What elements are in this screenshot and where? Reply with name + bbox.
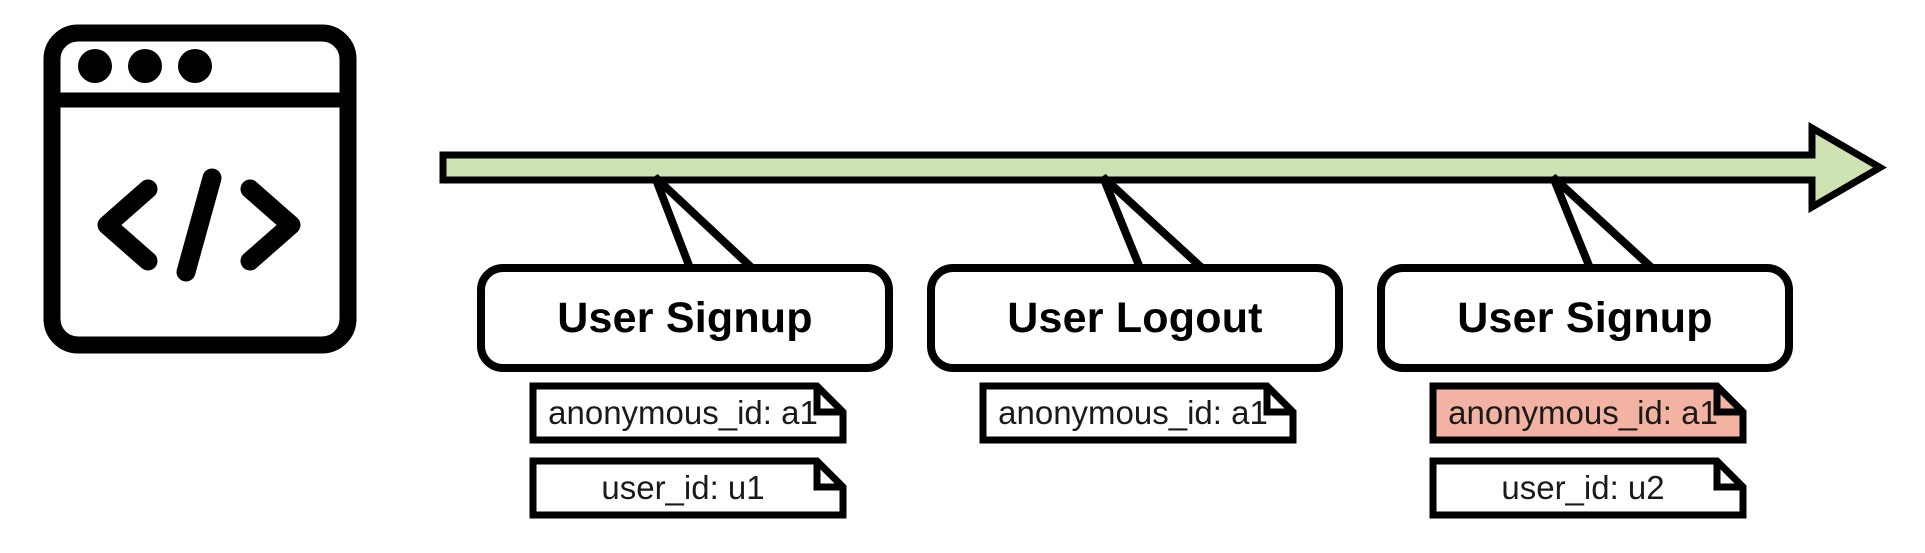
note-card-1-1[interactable] <box>529 382 847 444</box>
callout-pointers <box>651 174 1663 272</box>
note-card-2-1-fold <box>1263 386 1293 416</box>
event-boxes <box>477 264 1793 372</box>
window-dot-2-icon <box>128 49 162 83</box>
event-box-1[interactable] <box>477 264 893 372</box>
note-cards <box>529 382 1747 519</box>
window-dot-1-icon <box>78 49 112 83</box>
note-card-2-1[interactable] <box>979 382 1297 444</box>
note-card-3-1-fold <box>1713 386 1743 416</box>
callout-pointer-event-1 <box>651 174 763 272</box>
window-dot-3-icon <box>178 49 212 83</box>
note-card-1-1-fold <box>813 386 843 416</box>
note-card-1-2[interactable] <box>529 457 847 519</box>
note-card-3-2[interactable] <box>1429 457 1747 519</box>
code-slash-icon <box>176 168 222 282</box>
note-card-1-2-fold <box>813 461 843 491</box>
code-angle-right-icon <box>240 179 301 271</box>
note-card-3-1[interactable] <box>1429 382 1747 444</box>
event-box-2[interactable] <box>927 264 1343 372</box>
note-card-3-2-fold <box>1713 461 1743 491</box>
callout-pointer-event-3 <box>1549 174 1663 272</box>
code-angle-left-icon <box>97 179 158 271</box>
timeline-arrow-shape <box>439 121 1887 214</box>
timeline-arrow <box>439 121 1887 214</box>
code-window-icon <box>43 24 357 354</box>
callout-pointer-event-2 <box>1099 174 1213 272</box>
event-box-3[interactable] <box>1377 264 1793 372</box>
